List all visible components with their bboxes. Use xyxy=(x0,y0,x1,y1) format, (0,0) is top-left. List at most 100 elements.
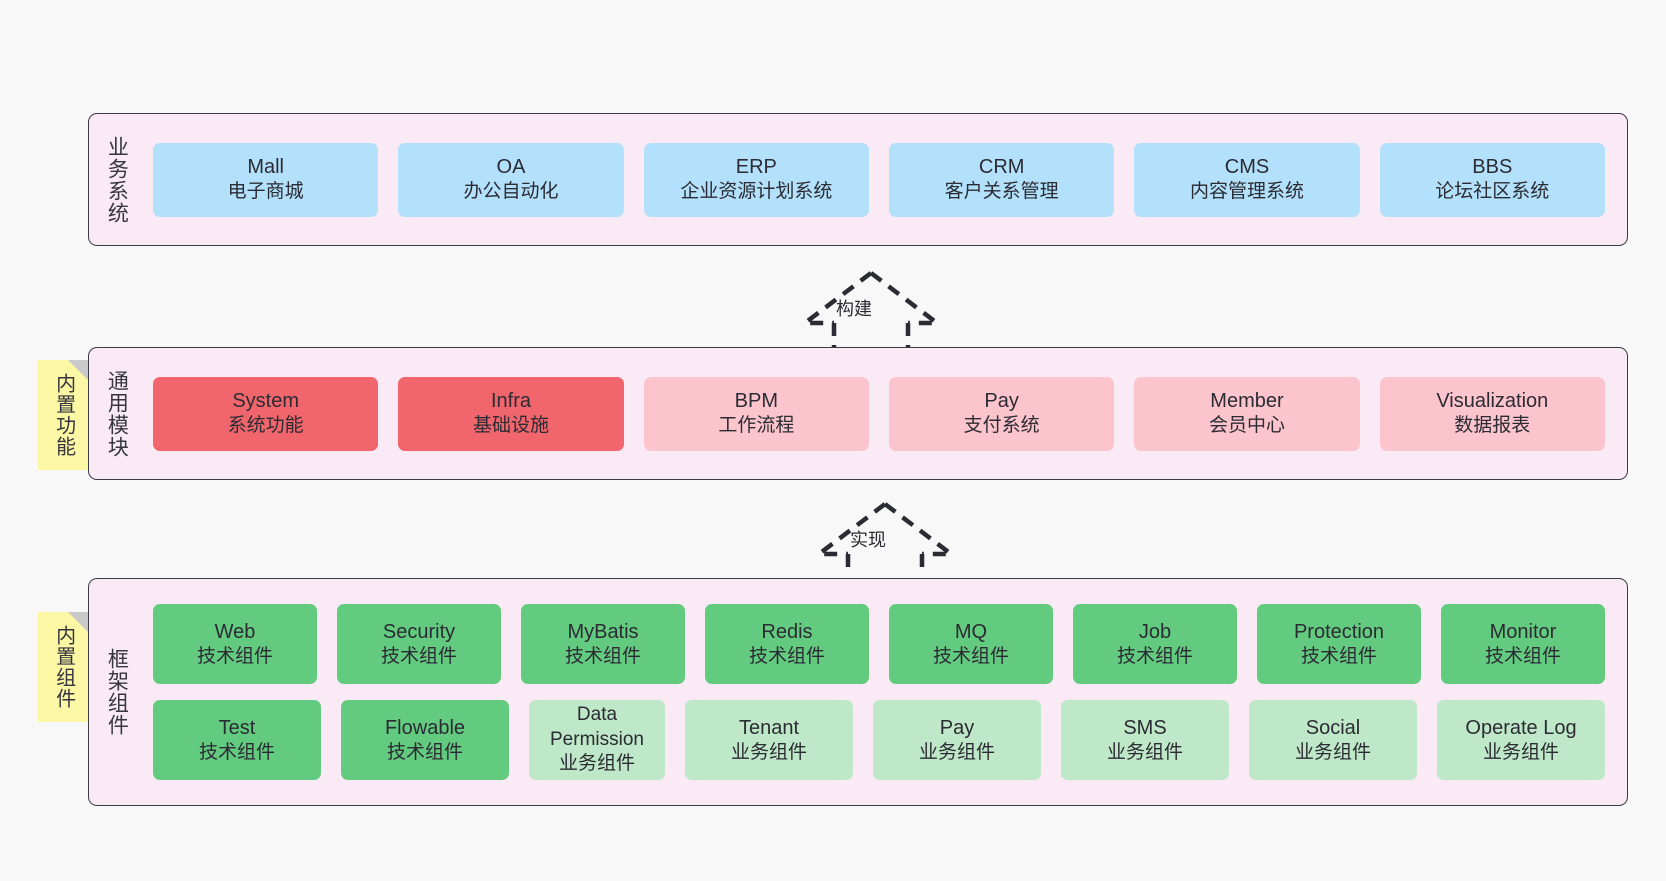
layer-business-system-title: 业务系统 xyxy=(105,135,129,224)
module-card-desc: 办公自动化 xyxy=(463,181,559,203)
module-card-oa[interactable]: OA 办公自动化 xyxy=(398,142,624,217)
module-card-name: BPM xyxy=(734,390,778,413)
module-card-web[interactable]: Web 技术组件 xyxy=(153,604,317,684)
layer-common-module-row: System 系统功能 Infra 基础设施 BPM 工作流程 Pay 支付系统… xyxy=(143,376,1615,451)
module-card-monitor[interactable]: Monitor 技术组件 xyxy=(1441,604,1605,684)
module-card-name: Protection xyxy=(1293,620,1385,643)
layer-common-module: 通用模块 System 系统功能 Infra 基础设施 BPM 工作流程 Pay… xyxy=(88,347,1628,480)
module-card-security[interactable]: Security 技术组件 xyxy=(337,604,501,684)
module-card-desc: 系统功能 xyxy=(227,415,304,437)
module-card-name: OA xyxy=(496,156,526,179)
module-card-bpm[interactable]: BPM 工作流程 xyxy=(643,376,869,451)
arrow-build-glyph xyxy=(798,271,944,359)
module-card-system[interactable]: System 系统功能 xyxy=(153,376,379,451)
module-card-desc: 会员中心 xyxy=(1208,415,1285,437)
arrow-implement: 实现 xyxy=(812,498,958,576)
module-card-name: Security xyxy=(382,620,456,643)
module-card-desc: 技术组件 xyxy=(564,645,641,667)
module-card-name: CRM xyxy=(978,156,1025,179)
module-card-desc: 技术组件 xyxy=(932,645,1009,667)
arrow-build: 构建 xyxy=(798,267,944,359)
module-card-social[interactable]: Social 业务组件 xyxy=(1249,700,1417,780)
module-card-redis[interactable]: Redis 技术组件 xyxy=(705,604,869,684)
module-card-flowable[interactable]: Flowable 技术组件 xyxy=(341,700,509,780)
module-card-name: Web xyxy=(214,620,256,643)
module-card-desc: 业务组件 xyxy=(1106,741,1183,763)
layer-common-module-body: System 系统功能 Infra 基础设施 BPM 工作流程 Pay 支付系统… xyxy=(143,348,1627,479)
sticky-note-builtin-feature: 内置功能 xyxy=(38,360,90,470)
module-card-member[interactable]: Member 会员中心 xyxy=(1134,376,1360,451)
module-card-pay-business[interactable]: Pay 业务组件 xyxy=(873,700,1041,780)
module-card-desc: 业务组件 xyxy=(918,741,995,763)
module-card-desc: 业务组件 xyxy=(1294,741,1371,763)
module-card-name: MQ xyxy=(954,620,988,643)
module-card-desc: 技术组件 xyxy=(198,741,275,763)
module-card-desc: 业务组件 xyxy=(730,741,807,763)
layer-framework-component-body: Web 技术组件 Security 技术组件 MyBatis 技术组件 Redi… xyxy=(143,579,1627,805)
module-card-sms[interactable]: SMS 业务组件 xyxy=(1061,700,1229,780)
layer-framework-row-business: Test 技术组件 Flowable 技术组件 Data Permission … xyxy=(143,700,1615,780)
module-card-erp[interactable]: ERP 企业资源计划系统 xyxy=(643,142,869,217)
module-card-name: Mall xyxy=(247,156,284,179)
layer-business-system-body: Mall 电子商城 OA 办公自动化 ERP 企业资源计划系统 CRM 客户关系… xyxy=(143,114,1627,245)
module-card-tenant[interactable]: Tenant 业务组件 xyxy=(685,700,853,780)
module-card-mybatis[interactable]: MyBatis 技术组件 xyxy=(521,604,685,684)
module-card-mall[interactable]: Mall 电子商城 xyxy=(153,142,379,217)
module-card-name: MyBatis xyxy=(567,620,639,643)
module-card-name: Pay xyxy=(984,390,1019,413)
module-card-desc: 客户关系管理 xyxy=(944,181,1059,203)
module-card-operate-log[interactable]: Operate Log 业务组件 xyxy=(1437,700,1605,780)
module-card-data-permission[interactable]: Data Permission 业务组件 xyxy=(529,700,665,780)
module-card-crm[interactable]: CRM 客户关系管理 xyxy=(888,142,1115,217)
module-card-desc: 企业资源计划系统 xyxy=(680,181,833,203)
arrow-build-label: 构建 xyxy=(836,299,872,319)
sticky-note-builtin-feature-label: 内置功能 xyxy=(52,373,75,457)
module-card-desc: 技术组件 xyxy=(1300,645,1377,667)
module-card-cms[interactable]: CMS 内容管理系统 xyxy=(1134,142,1360,217)
module-card-name: Infra xyxy=(490,390,531,413)
module-card-name: Pay xyxy=(939,716,975,739)
module-card-name: Tenant xyxy=(738,716,800,739)
layer-framework-component-title: 框架组件 xyxy=(105,648,129,736)
module-card-mq[interactable]: MQ 技术组件 xyxy=(889,604,1053,684)
module-card-desc: 电子商城 xyxy=(227,181,304,203)
layer-common-module-title: 通用模块 xyxy=(105,369,129,458)
module-card-infra[interactable]: Infra 基础设施 xyxy=(398,376,624,451)
module-card-name: Social xyxy=(1305,716,1361,739)
module-card-desc: 技术组件 xyxy=(1484,645,1561,667)
module-card-name: System xyxy=(232,390,299,413)
module-card-name: Flowable xyxy=(384,716,466,739)
module-card-desc: 技术组件 xyxy=(380,645,457,667)
layer-framework-component: 框架组件 Web 技术组件 Security 技术组件 MyBatis 技术组件… xyxy=(88,578,1628,806)
module-card-name: Operate Log xyxy=(1465,716,1577,739)
module-card-test[interactable]: Test 技术组件 xyxy=(153,700,321,780)
module-card-bbs[interactable]: BBS 论坛社区系统 xyxy=(1379,142,1605,217)
module-card-name: Member xyxy=(1210,390,1284,413)
layer-business-system: 业务系统 Mall 电子商城 OA 办公自动化 ERP 企业资源计划系统 CRM… xyxy=(88,113,1628,246)
module-card-desc: 工作流程 xyxy=(718,415,795,437)
module-card-name: SMS xyxy=(1123,716,1167,739)
arrow-implement-label: 实现 xyxy=(850,530,886,550)
arrow-implement-glyph xyxy=(812,502,958,576)
module-card-job[interactable]: Job 技术组件 xyxy=(1073,604,1237,684)
module-card-name: BBS xyxy=(1472,156,1513,179)
sticky-note-builtin-component-label: 内置组件 xyxy=(52,625,75,709)
module-card-desc: 技术组件 xyxy=(748,645,825,667)
module-card-name: Job xyxy=(1138,620,1172,643)
module-card-visualization[interactable]: Visualization 数据报表 xyxy=(1379,376,1605,451)
module-card-pay[interactable]: Pay 支付系统 xyxy=(888,376,1115,451)
module-card-desc: 业务组件 xyxy=(1482,741,1559,763)
module-card-name: Visualization xyxy=(1436,390,1549,413)
module-card-desc: 论坛社区系统 xyxy=(1435,181,1550,203)
module-card-name: ERP xyxy=(735,156,777,179)
module-card-name: Data Permission xyxy=(550,703,644,750)
layer-business-system-row: Mall 电子商城 OA 办公自动化 ERP 企业资源计划系统 CRM 客户关系… xyxy=(143,142,1615,217)
module-card-desc: 支付系统 xyxy=(963,415,1040,437)
module-card-desc: 数据报表 xyxy=(1454,415,1531,437)
module-card-protection[interactable]: Protection 技术组件 xyxy=(1257,604,1421,684)
module-card-desc: 技术组件 xyxy=(386,741,463,763)
module-card-name: Monitor xyxy=(1489,620,1557,643)
layer-framework-row-tech: Web 技术组件 Security 技术组件 MyBatis 技术组件 Redi… xyxy=(143,604,1615,684)
module-card-desc: 技术组件 xyxy=(196,645,273,667)
